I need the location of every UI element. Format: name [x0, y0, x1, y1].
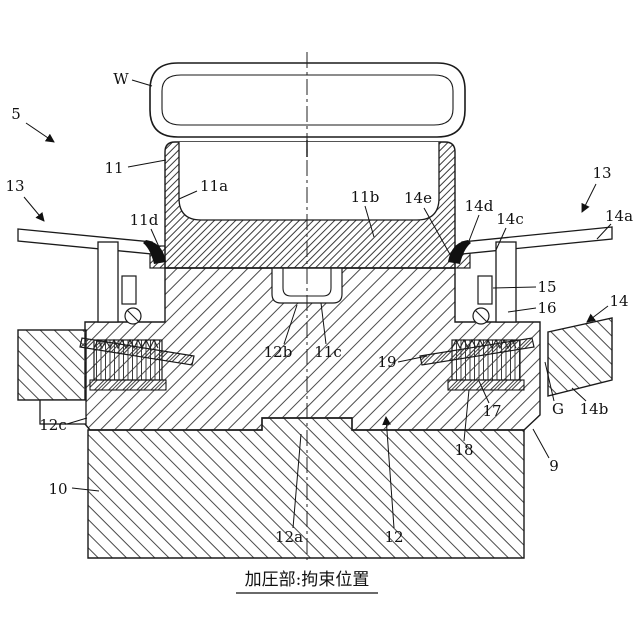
workpiece-inner — [161, 74, 454, 126]
leader-11c — [320, 302, 327, 345]
right-clamp-13 — [448, 226, 613, 325]
leader-9 — [532, 428, 550, 459]
left-retainer-block — [121, 275, 137, 305]
label-12c: 12c — [39, 416, 67, 434]
left-screw-slot — [126, 309, 140, 323]
label-12a: 12a — [275, 528, 303, 546]
label-14b: 14b — [580, 400, 609, 418]
base-block-outline — [87, 417, 525, 559]
leader-19 — [397, 355, 428, 363]
label-16: 16 — [537, 299, 556, 317]
label-13-right: 13 — [592, 164, 611, 182]
left-clamp-13 — [17, 228, 166, 325]
label-11c: 11c — [314, 343, 342, 361]
left-bracket-plate — [97, 241, 119, 323]
right-hook-14d — [448, 240, 471, 264]
right-bracket-plate-14c — [495, 241, 517, 323]
left-side-plate — [17, 329, 87, 425]
label-19: 19 — [377, 353, 396, 371]
leader-13-right — [581, 183, 597, 213]
left-foot-12c — [39, 399, 87, 425]
leader-12 — [382, 416, 395, 529]
leader-11d — [150, 228, 160, 248]
base-block-10 — [87, 417, 525, 559]
leader-14d — [468, 214, 480, 242]
leader-11a — [178, 190, 198, 200]
right-lever-19 — [419, 337, 535, 366]
label-11d: 11d — [130, 211, 159, 229]
right-pressure-ring-14 — [547, 317, 613, 397]
label-14e: 14e — [404, 189, 432, 207]
label-18: 18 — [454, 441, 473, 459]
leader-w — [131, 79, 153, 87]
leader-lines — [23, 79, 612, 529]
right-screw-slot — [474, 309, 488, 323]
left-lever-19 — [79, 337, 195, 366]
label-11a: 11a — [200, 177, 228, 195]
left-arm — [17, 228, 153, 255]
label-14d: 14d — [465, 197, 494, 215]
leader-12a — [292, 433, 302, 529]
left-spring-stack — [79, 337, 195, 391]
leader-15 — [492, 286, 537, 289]
left-plate-outline — [17, 329, 87, 401]
leader-11 — [127, 159, 167, 168]
label-12: 12 — [384, 528, 403, 546]
label-5: 5 — [11, 105, 21, 123]
leader-g — [544, 361, 555, 402]
caption-text: 加圧部:拘束位置 — [245, 570, 370, 590]
left-spring-seat-18 — [89, 379, 167, 391]
right-retainer-block-15 — [477, 275, 493, 305]
label-14a: 14a — [605, 207, 633, 225]
left-hook-11d — [143, 240, 166, 264]
label-9: 9 — [549, 457, 559, 475]
label-15: 15 — [537, 278, 556, 296]
cup-cavity-11a — [178, 142, 440, 221]
label-w: W — [113, 70, 129, 88]
label-g: G — [552, 400, 564, 418]
leader-14 — [586, 305, 609, 323]
right-plate-outline — [547, 317, 613, 397]
label-10: 10 — [48, 480, 67, 498]
leader-13-left — [23, 196, 45, 222]
leader-18 — [463, 389, 470, 442]
leader-14e — [423, 207, 453, 259]
leader-10 — [71, 487, 100, 492]
leader-16 — [507, 307, 537, 313]
leader-14a — [596, 223, 612, 240]
right-arm-14a — [461, 226, 613, 255]
leader-11b — [364, 205, 375, 238]
label-13-left: 13 — [5, 177, 24, 195]
reference-labels: W 5 13 11 11a 11d 11b 14e 14d 14c 13 14a… — [5, 70, 633, 546]
leader-5 — [25, 122, 55, 143]
label-17: 17 — [482, 402, 501, 420]
label-12b: 12b — [264, 343, 293, 361]
label-14c: 14c — [496, 210, 524, 228]
label-14: 14 — [609, 292, 628, 310]
leader-12c — [66, 417, 88, 425]
leader-14c — [495, 227, 507, 251]
leader-17 — [478, 380, 490, 404]
right-spring-stack-17 — [419, 337, 535, 391]
right-spring-seat-18 — [447, 379, 525, 391]
figure-caption: 加圧部:拘束位置 — [236, 570, 378, 594]
leader-14b — [571, 387, 587, 402]
label-11: 11 — [104, 159, 123, 177]
leader-12b — [283, 304, 298, 345]
label-11b: 11b — [351, 188, 380, 206]
